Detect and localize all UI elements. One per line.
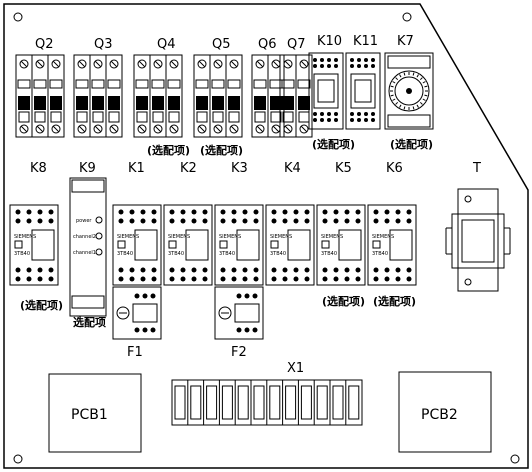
relay-model-text: 3TB40 xyxy=(168,251,184,257)
optional-label-k8: (选配项) xyxy=(20,298,63,312)
panel-outline xyxy=(3,3,529,469)
small-relay-row xyxy=(308,52,381,130)
contactor-k8: SIEMENS 3TB40 xyxy=(9,204,59,286)
label-k3: K3 xyxy=(231,161,248,176)
label-k1: K1 xyxy=(128,161,145,176)
label-q3: Q3 xyxy=(94,37,113,52)
breaker-pole xyxy=(267,54,285,138)
pcb2-board xyxy=(398,371,492,453)
optional-label-q4: (选配项) xyxy=(147,143,190,157)
relay-brand-text: SIEMENS xyxy=(219,234,241,240)
label-k7: K7 xyxy=(397,34,414,49)
label-k6: K6 xyxy=(386,161,403,176)
mount-hole-bottom-right xyxy=(510,454,520,464)
label-x1: X1 xyxy=(287,361,304,376)
contactor-k3: SIEMENS 3TB40 xyxy=(214,204,264,286)
mount-hole-bottom-left xyxy=(13,454,23,464)
relay-brand-text: SIEMENS xyxy=(321,234,343,240)
relay-brand-text: SIEMENS xyxy=(270,234,292,240)
breaker-pole xyxy=(295,54,313,138)
label-f2: F2 xyxy=(231,345,247,360)
label-q6: Q6 xyxy=(258,37,277,52)
breaker-pole xyxy=(225,54,243,138)
overload-relay-f2 xyxy=(214,286,264,340)
label-pcb1: PCB1 xyxy=(71,407,108,423)
breaker-pole xyxy=(15,54,33,138)
contactor-k4: SIEMENS 3TB40 xyxy=(265,204,315,286)
label-q5: Q5 xyxy=(212,37,231,52)
breaker-pole xyxy=(73,54,91,138)
breaker-pole xyxy=(31,54,49,138)
mount-hole-top-left xyxy=(13,12,23,22)
timer-k7 xyxy=(384,52,434,130)
breaker-pole xyxy=(105,54,123,138)
contactor-row: SIEMENS3TB40SIEMENS3TB40SIEMENS3TB40SIEM… xyxy=(9,204,417,286)
breaker-pole xyxy=(133,54,151,138)
pcb1-board xyxy=(48,373,142,453)
label-k11: K11 xyxy=(353,34,378,49)
breaker-pole xyxy=(47,54,65,138)
label-k4: K4 xyxy=(284,161,301,176)
overload-relay-f1 xyxy=(112,286,162,340)
relay-k10 xyxy=(308,52,344,130)
relay-model-text: 3TB40 xyxy=(117,251,133,257)
optional-label-k7: (选配项) xyxy=(390,137,433,151)
contactor-k5: SIEMENS 3TB40 xyxy=(316,204,366,286)
relay-brand-text: SIEMENS xyxy=(168,234,190,240)
label-k2: K2 xyxy=(180,161,197,176)
label-q7: Q7 xyxy=(287,37,306,52)
label-k10: K10 xyxy=(317,34,342,49)
label-f1: F1 xyxy=(127,345,143,360)
mount-hole-top-right xyxy=(402,12,412,22)
label-q4: Q4 xyxy=(157,37,176,52)
optional-label-k6: (选配项) xyxy=(373,294,416,308)
breaker-pole xyxy=(89,54,107,138)
relay-model-text: 3TB40 xyxy=(14,251,30,257)
label-k5: K5 xyxy=(335,161,352,176)
label-pcb2: PCB2 xyxy=(421,407,458,423)
k9-channel1-label: channel1 xyxy=(73,250,96,256)
k9-power-label: power xyxy=(76,218,92,224)
label-k9: K9 xyxy=(79,161,96,176)
contactor-k6: SIEMENS 3TB40 xyxy=(367,204,417,286)
optional-label-k9: 选配项 xyxy=(73,315,106,329)
breaker-pole xyxy=(165,54,183,138)
breaker-pole xyxy=(149,54,167,138)
relay-model-text: 3TB40 xyxy=(321,251,337,257)
overload-relays xyxy=(112,286,264,340)
relay-model-text: 3TB40 xyxy=(372,251,388,257)
contactor-k1: SIEMENS 3TB40 xyxy=(112,204,162,286)
module-k9: power channel2 channel1 xyxy=(69,177,107,317)
breaker-pole xyxy=(193,54,211,138)
transformer-t xyxy=(445,188,511,292)
breaker-pole xyxy=(209,54,227,138)
label-q2: Q2 xyxy=(35,37,54,52)
label-k8: K8 xyxy=(30,161,47,176)
relay-model-text: 3TB40 xyxy=(270,251,286,257)
relay-brand-text: SIEMENS xyxy=(117,234,139,240)
breaker-pole xyxy=(279,54,297,138)
relay-model-text: 3TB40 xyxy=(219,251,235,257)
optional-label-q5: (选配项) xyxy=(200,143,243,157)
label-t: T xyxy=(472,161,481,176)
relay-brand-text: SIEMENS xyxy=(14,234,36,240)
breaker-row xyxy=(15,54,313,138)
terminal-block-x1 xyxy=(171,379,363,426)
k9-channel2-label: channel2 xyxy=(73,234,96,240)
relay-brand-text: SIEMENS xyxy=(372,234,394,240)
relay-k11 xyxy=(345,52,381,130)
optional-label-k10: (选配项) xyxy=(312,137,355,151)
contactor-k2: SIEMENS 3TB40 xyxy=(163,204,213,286)
breaker-pole xyxy=(251,54,269,138)
optional-label-k5: (选配项) xyxy=(322,294,365,308)
